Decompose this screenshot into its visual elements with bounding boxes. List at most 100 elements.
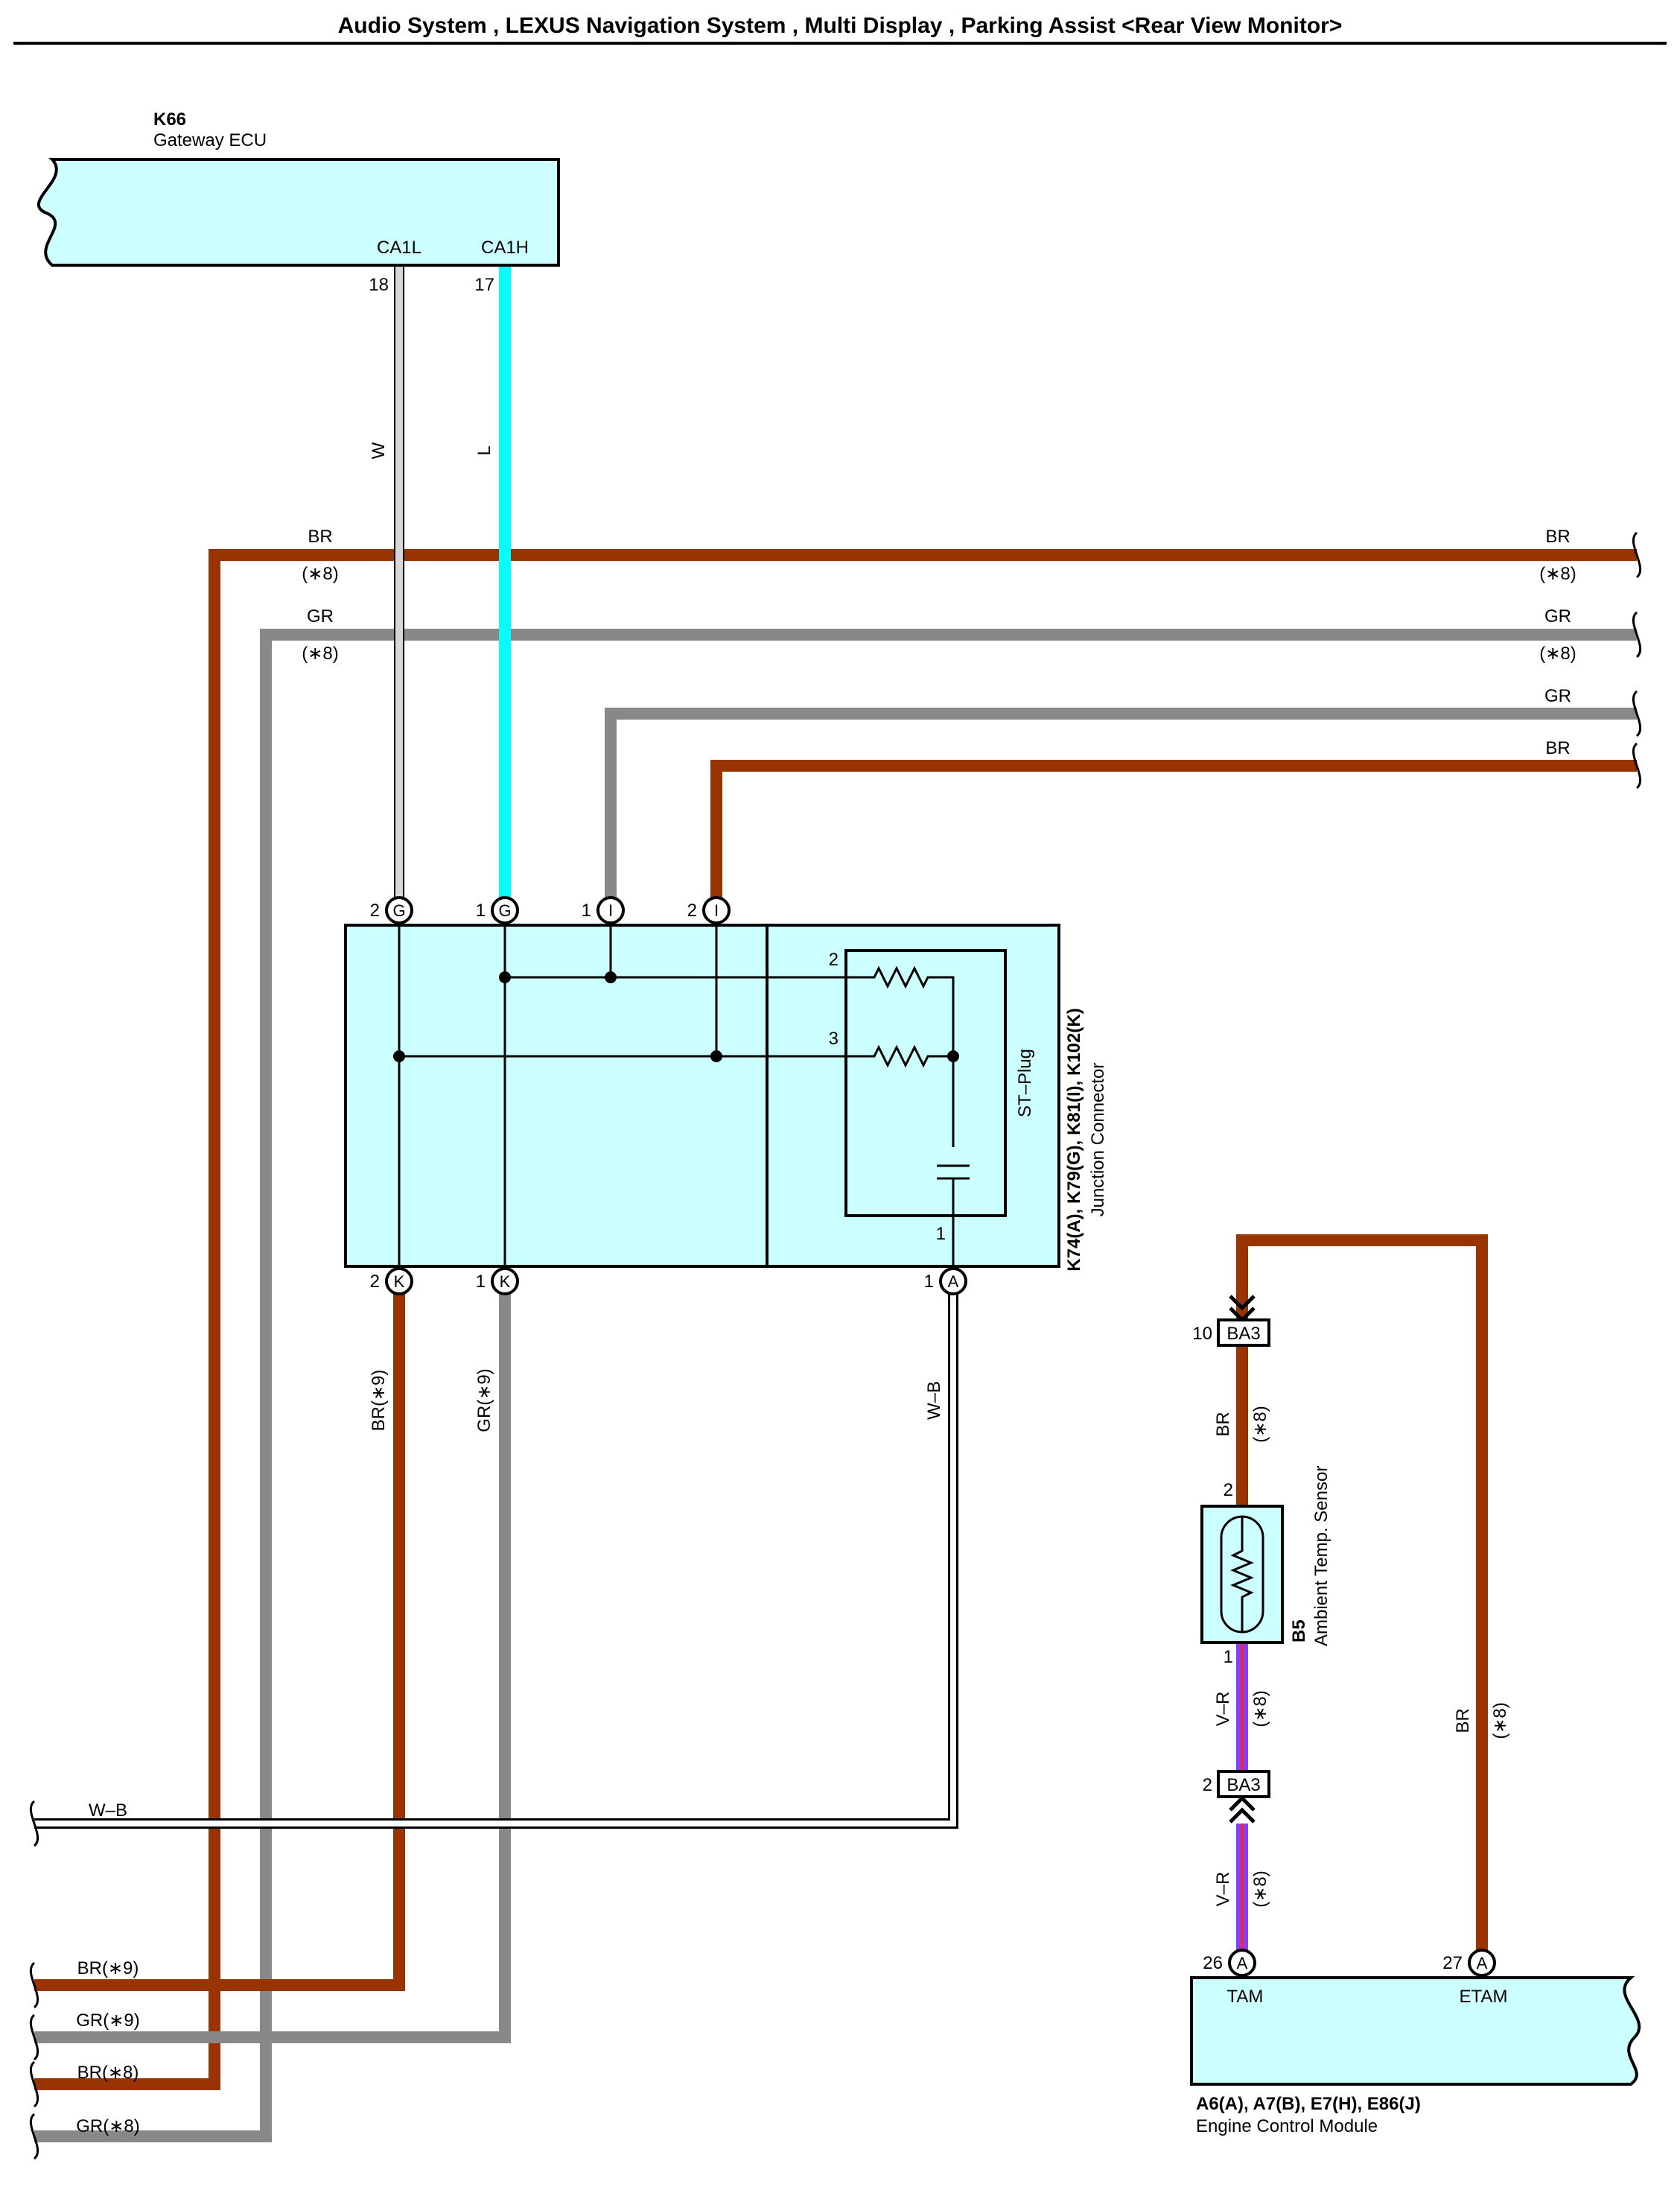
pin-ca1h-label: CA1H <box>481 238 529 258</box>
pin-etam: A <box>1468 1949 1496 1977</box>
br-note-left: (∗8) <box>302 564 338 584</box>
wire-wb-outline <box>34 1283 958 1829</box>
wire-gr-i1 <box>605 708 1637 909</box>
pin-2k: K <box>385 1267 413 1295</box>
pin-2g: G <box>385 896 413 924</box>
br9-wire-label: BR(∗9) <box>369 1370 389 1432</box>
br-label-right: BR <box>1545 527 1570 547</box>
wire-br-9 <box>34 1283 405 1991</box>
pin-tam: A <box>1228 1949 1256 1977</box>
page-title: Audio System , LEXUS Navigation System ,… <box>338 13 1343 38</box>
gateway-ecu-box <box>37 158 560 267</box>
tam-label: TAM <box>1227 1987 1264 2007</box>
svg-text:K: K <box>500 1272 511 1291</box>
left-gr8-label: GR(∗8) <box>76 2116 139 2136</box>
etam-br-note: (∗8) <box>1490 1702 1510 1739</box>
ecm-box <box>1190 1976 1641 2086</box>
pin-1a-num: 1 <box>924 1272 934 1292</box>
sensor-pin1: 1 <box>1224 1647 1233 1667</box>
ecm-name: Engine Control Module <box>1196 2116 1378 2136</box>
gr-label-left: GR <box>307 606 334 626</box>
sensor-br-note: (∗8) <box>1250 1406 1270 1442</box>
ba3-bottom-connector: BA3 <box>1217 1770 1270 1824</box>
svg-text:A: A <box>948 1272 959 1291</box>
left-wb-label: W–B <box>89 1800 127 1821</box>
svg-text:I: I <box>714 901 719 920</box>
wire-gr-8 <box>34 629 1637 2142</box>
wb-wire-label: W–B <box>924 1381 944 1420</box>
svg-text:G: G <box>392 901 405 920</box>
break-marks-right <box>1632 531 1642 790</box>
svg-text:G: G <box>498 901 511 920</box>
ba3-top-num: 10 <box>1192 1324 1212 1344</box>
gr-note-left: (∗8) <box>302 644 338 664</box>
vr-label-1: V–R <box>1213 1692 1233 1727</box>
break-marks-left <box>29 1800 39 2160</box>
pin-17-label: 17 <box>474 275 494 295</box>
vr-note-1: (∗8) <box>1250 1690 1270 1727</box>
ambient-temp-sensor: 2 1 B5 Ambient Temp. Sensor <box>1200 1466 1331 1667</box>
pin-1g-num: 1 <box>476 901 486 921</box>
gateway-ecu-name: Gateway ECU <box>153 130 267 150</box>
st-plug-inner-1: 1 <box>936 1224 946 1244</box>
left-br9-label: BR(∗9) <box>77 1958 139 1978</box>
vr-label-2: V–R <box>1213 1872 1233 1907</box>
wire-wb <box>34 1283 956 1826</box>
svg-text:A: A <box>1477 1954 1488 1972</box>
left-br8-label: BR(∗8) <box>77 2063 139 2083</box>
gateway-ecu: K66 Gateway ECU CA1L CA1H 18 17 <box>37 110 560 295</box>
wire-br-etam <box>1236 1234 1488 1959</box>
gr-note-right: (∗8) <box>1539 644 1576 664</box>
svg-text:I: I <box>608 901 613 920</box>
st-plug-label: ST–Plug <box>1015 1049 1035 1117</box>
left-gr9-label: GR(∗9) <box>76 2010 139 2031</box>
pin-18-label: 18 <box>369 275 389 295</box>
pin-1k: K <box>491 1267 519 1295</box>
junction-name: Junction Connector <box>1088 1063 1108 1217</box>
pin-ca1l-label: CA1L <box>377 238 421 258</box>
junction-connector: 2 3 1 ST–Plug K74(A), K79(G), K81(I), K1… <box>344 896 1108 1295</box>
svg-text:A: A <box>1237 1954 1248 1972</box>
pin-tam-num: 26 <box>1203 1953 1223 1973</box>
pin-etam-num: 27 <box>1442 1953 1463 1973</box>
pin-2i: I <box>702 896 731 924</box>
st-plug-inner-2: 2 <box>829 950 839 970</box>
gr9-wire-label: GR(∗9) <box>474 1368 494 1432</box>
pin-1a: A <box>939 1267 967 1295</box>
l-wire-label: L <box>474 445 494 455</box>
ba3-top-label: BA3 <box>1226 1324 1260 1344</box>
gr-label-right: GR <box>1544 606 1571 626</box>
junction-box <box>344 924 1060 1268</box>
wires <box>34 267 1637 2142</box>
ecm-codes: A6(A), A7(B), E7(H), E86(J) <box>1196 2094 1421 2114</box>
etam-label: ETAM <box>1460 1987 1508 2007</box>
engine-control-module: A 26 A 27 TAM ETAM A6(A), A7(B), E7(H), … <box>1190 1949 1641 2136</box>
br-label-left: BR <box>308 527 332 547</box>
br-label-right-2: BR <box>1545 738 1570 758</box>
sensor-br-label: BR <box>1213 1412 1233 1436</box>
ba3-top-connector: BA3 <box>1217 1295 1270 1347</box>
pin-1g: G <box>491 896 519 924</box>
wire-gr-9 <box>34 1283 511 2043</box>
br-note-right: (∗8) <box>1539 564 1576 584</box>
vr-note-2: (∗8) <box>1250 1870 1270 1907</box>
ba3-bottom-label: BA3 <box>1226 1775 1260 1795</box>
gateway-ecu-code: K66 <box>153 110 186 130</box>
pin-1k-num: 1 <box>476 1272 486 1292</box>
pin-2i-num: 2 <box>687 901 697 921</box>
sensor-name: Ambient Temp. Sensor <box>1311 1466 1331 1646</box>
wire-br-i2 <box>710 760 1637 909</box>
junction-dots <box>393 971 959 1062</box>
w-wire-label: W <box>369 442 389 459</box>
pin-1i: I <box>596 896 625 924</box>
pin-2k-num: 2 <box>370 1272 380 1292</box>
st-plug-inner-3: 3 <box>829 1029 839 1049</box>
sensor-pin2: 2 <box>1224 1480 1233 1500</box>
wire-br-8 <box>34 549 1637 2090</box>
gr-label-right-2: GR <box>1544 686 1571 706</box>
ba3-bottom-num: 2 <box>1203 1775 1212 1795</box>
junction-codes: K74(A), K79(G), K81(I), K102(K) <box>1064 1008 1084 1271</box>
etam-br-label: BR <box>1453 1708 1473 1733</box>
pin-1i-num: 1 <box>582 901 591 921</box>
